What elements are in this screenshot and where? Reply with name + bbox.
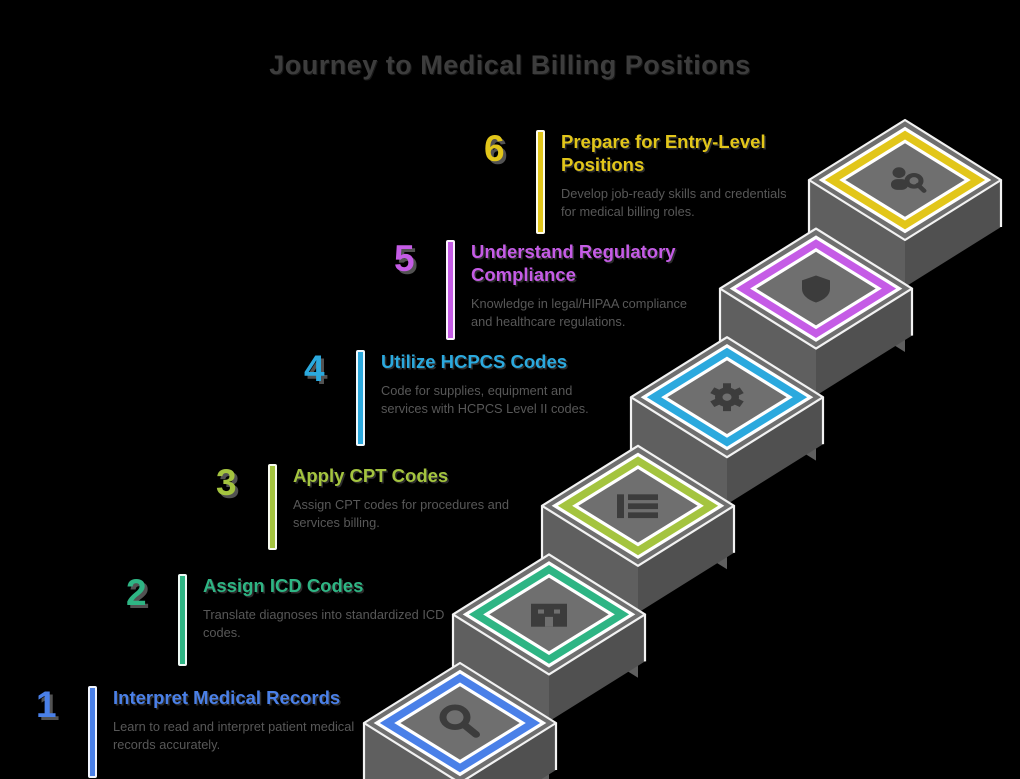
step-accent-bar: [88, 686, 97, 778]
step-title: Apply CPT Codes: [293, 465, 449, 486]
building-icon: [531, 603, 567, 627]
step-number: 2: [126, 572, 147, 613]
step-diamond: [379, 673, 541, 773]
step-description: Code for supplies, equipment and service…: [381, 383, 589, 417]
step-item-5: 5 Understand Regulatory Compliance Knowl…: [394, 240, 696, 340]
step-description: Knowledge in legal/HIPAA compliance and …: [471, 296, 688, 330]
step-block-right-face: [816, 288, 912, 396]
staircase-step-1: [362, 661, 558, 779]
step-description: Learn to read and interpret patient medi…: [113, 719, 355, 753]
page-title: Journey to Medical Billing Positions: [269, 50, 751, 80]
step-description: Develop job-ready skills and credentials…: [561, 186, 787, 220]
step-number: 6: [484, 128, 505, 169]
step-number: 5: [394, 238, 415, 279]
step-block-right-face: [549, 614, 645, 722]
gear-icon: [710, 383, 744, 412]
step-item-1: 1 Interpret Medical Records Learn to rea…: [36, 686, 365, 778]
step-diamond: [468, 564, 630, 664]
step-block-right-face: [727, 397, 823, 505]
step-item-4: 4 Utilize HCPCS Codes Code for supplies,…: [304, 350, 619, 446]
step-title: Utilize HCPCS Codes: [381, 351, 568, 372]
step-title: Interpret Medical Records: [113, 687, 341, 708]
step-accent-bar: [178, 574, 187, 666]
list-icon: [617, 494, 658, 519]
step-item-6: 6 Prepare for Entry-Level Positions Deve…: [484, 130, 796, 234]
step-title: Understand Regulatory Compliance: [471, 241, 676, 286]
step-block-right-face: [638, 505, 734, 613]
step-number: 3: [216, 462, 237, 503]
step-accent-bar: [446, 240, 455, 340]
step-diamond: [646, 347, 808, 447]
step-number: 1: [36, 684, 57, 725]
step-diamond: [824, 130, 986, 230]
step-accent-bar: [268, 464, 277, 550]
magnifier-document-icon: [439, 704, 480, 738]
step-title: Prepare for Entry-Level Positions: [561, 131, 766, 176]
step-item-2: 2 Assign ICD Codes Translate diagnoses i…: [126, 574, 445, 666]
step-accent-bar: [356, 350, 365, 446]
step-number: 4: [304, 348, 325, 389]
step-diamond: [735, 239, 897, 339]
step-accent-bar: [536, 130, 545, 234]
step-item-3: 3 Apply CPT Codes Assign CPT codes for p…: [216, 464, 555, 550]
person-search-icon: [891, 167, 927, 193]
step-description: Assign CPT codes for procedures and serv…: [293, 497, 510, 531]
shield-icon: [802, 275, 830, 303]
step-block-right-face: [905, 180, 1001, 287]
step-title: Assign ICD Codes: [203, 575, 364, 596]
step-diamond: [557, 456, 719, 556]
step-description: Translate diagnoses into standardized IC…: [203, 607, 445, 641]
